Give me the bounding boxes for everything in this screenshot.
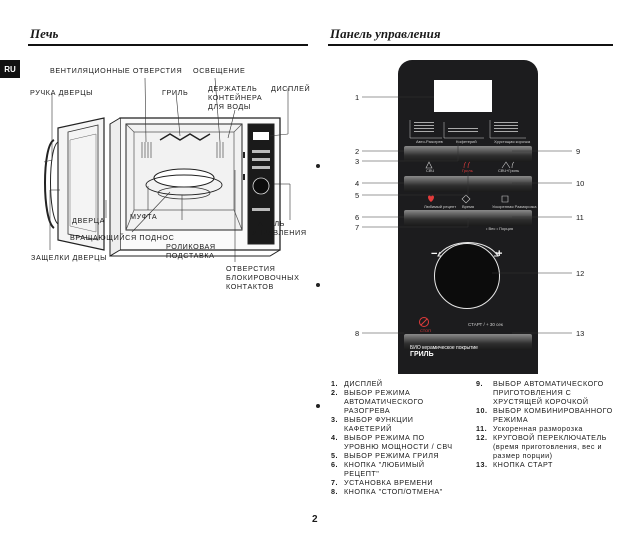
defrost-icon <box>501 195 509 203</box>
oven-illustration <box>43 77 291 262</box>
text-time: Время <box>462 204 475 209</box>
heart-icon <box>428 195 434 202</box>
legend-item: 2.ВЫБОР РЕЖИМА АВТОМАТИЧЕСКОГО РАЗОГРЕВА <box>331 388 424 415</box>
margin-bullet <box>316 404 320 408</box>
label-display: ДИСПЛЕЙ <box>271 84 311 93</box>
callout-4: 4 <box>355 179 360 188</box>
brand-line-2: ГРИЛЬ <box>410 351 434 358</box>
callout-1: 1 <box>355 93 360 102</box>
page-number: 2 <box>312 514 318 525</box>
text-auto-reheat: Авто-Разогрев <box>416 139 443 144</box>
callout-7: 7 <box>355 223 360 232</box>
button-row-stop-start[interactable] <box>404 334 532 350</box>
label-water-holder: ДЕРЖАТЕЛЬ КОНТЕЙНЕРА ДЛЯ ВОДЫ <box>208 84 263 111</box>
legend-item: 9.ВЫБОР АВТОМАТИЧЕСКОГО ПРИГОТОВЛЕНИЯ С … <box>476 379 604 406</box>
callout-6: 6 <box>355 213 360 222</box>
label-door-latches: ЗАЩЕЛКИ ДВЕРЦЫ <box>31 253 108 262</box>
callout-12: 12 <box>576 269 585 278</box>
dial-knob[interactable] <box>434 243 500 309</box>
label-door: ДВЕРЦА <box>72 216 105 225</box>
margin-bullet <box>316 164 320 168</box>
callout-9: 9 <box>576 147 581 156</box>
stop-icon <box>419 317 429 327</box>
right-title-rule <box>328 44 613 46</box>
language-tab: RU <box>0 60 20 78</box>
label-coupler: МУФТА <box>130 212 158 221</box>
panel-display <box>434 80 492 112</box>
favorite-icons <box>428 194 509 204</box>
label-roller-ring: РОЛИКОВАЯ ПОДСТАВКА <box>166 242 216 260</box>
legend-right: 9.ВЫБОР АВТОМАТИЧЕСКОГО ПРИГОТОВЛЕНИЯ С … <box>476 379 616 469</box>
legend-item: 8.КНОПКА "СТОП/ОТМЕНА" <box>331 487 443 496</box>
legend-item: 12.КРУГОВОЙ ПЕРЕКЛЮЧАТЕЛЬ (время пригото… <box>476 433 607 460</box>
brand-logo: БИО керамическое покрытие ГРИЛЬ <box>410 345 478 358</box>
legend-item: 4.ВЫБОР РЕЖИМА ПО УРОВНЮ МОЩНОСТИ / СВЧ <box>331 433 453 451</box>
label-control-panel: ПАНЕЛЬ УПРАВЛЕНИЯ <box>252 219 307 237</box>
callout-13: 13 <box>576 329 585 338</box>
callout-11: 11 <box>576 213 584 222</box>
menu-boxes <box>409 120 526 139</box>
mode-icons <box>425 161 515 169</box>
text-coffee: Кофетерий <box>456 139 477 144</box>
label-turntable: ВРАЩАЮЩИЙСЯ ПОДНОС <box>70 233 175 242</box>
combo-icon <box>501 161 515 169</box>
text-grill: Гриль <box>462 168 473 173</box>
left-title-rule <box>28 44 308 46</box>
callout-5: 5 <box>355 191 360 200</box>
legend-item: 11.Ускоренная разморозка <box>476 424 583 433</box>
text-stop: СТОП <box>420 328 432 333</box>
legend-item: 5.ВЫБОР РЕЖИМА ГРИЛЯ <box>331 451 440 460</box>
legend-item: 10.ВЫБОР КОМБИНИРОВАННОГО РЕЖИМА <box>476 406 613 424</box>
brand-line-1: БИО керамическое покрытие <box>410 345 478 351</box>
text-favorite: Любимый рецепт <box>424 204 457 209</box>
legend-item: 6.КНОПКА "ЛЮБИМЫЙ РЕЦЕПТ" <box>331 460 425 478</box>
callout-lines <box>362 96 572 334</box>
callout-2: 2 <box>355 147 360 156</box>
microwave-icon <box>425 161 433 169</box>
text-start: СТАРТ / + 30 сек <box>468 322 503 327</box>
label-interlock-holes: ОТВЕРСТИЯ БЛОКИРОВОЧНЫХ КОНТАКТОВ <box>226 264 300 291</box>
text-crusty: Хрустящая корочка <box>494 139 531 144</box>
label-door-handle: РУЧКА ДВЕРЦЫ <box>30 88 94 97</box>
label-grill: ГРИЛЬ <box>162 88 189 97</box>
time-icon <box>461 194 471 204</box>
text-micro: СВЧ <box>426 168 435 173</box>
label-light: ОСВЕЩЕНИЕ <box>193 66 246 75</box>
text-weight: • Вес • Порция <box>486 226 514 231</box>
knob-minus: − <box>431 248 438 260</box>
text-combo: СВЧ+Гриль <box>498 168 520 173</box>
margin-bullet <box>316 283 320 287</box>
callout-10: 10 <box>576 179 585 188</box>
legend-item: 7.УСТАНОВКА ВРЕМЕНИ <box>331 478 434 487</box>
button-row-auto-coffee-crusty[interactable] <box>404 146 532 162</box>
legend-item: 3.ВЫБОР ФУНКЦИИ КАФЕТЕРИЙ <box>331 415 414 433</box>
knob-plus: + <box>496 248 503 260</box>
panel-section-title: Панель управления <box>330 26 441 41</box>
legend-item: 13.КНОПКА СТАРТ <box>476 460 553 469</box>
oven-section-title: Печь <box>30 26 59 41</box>
legend-item: 1.ДИСПЛЕЙ <box>331 379 383 388</box>
text-defrost: Ускоренная Разморозка <box>492 204 537 209</box>
legend-left: 1.ДИСПЛЕЙ 2.ВЫБОР РЕЖИМА АВТОМАТИЧЕСКОГО… <box>331 379 459 496</box>
callout-8: 8 <box>355 329 360 338</box>
label-vents: ВЕНТИЛЯЦИОННЫЕ ОТВЕРСТИЯ <box>50 66 183 75</box>
callout-3: 3 <box>355 157 360 166</box>
grill-icon <box>463 161 471 169</box>
